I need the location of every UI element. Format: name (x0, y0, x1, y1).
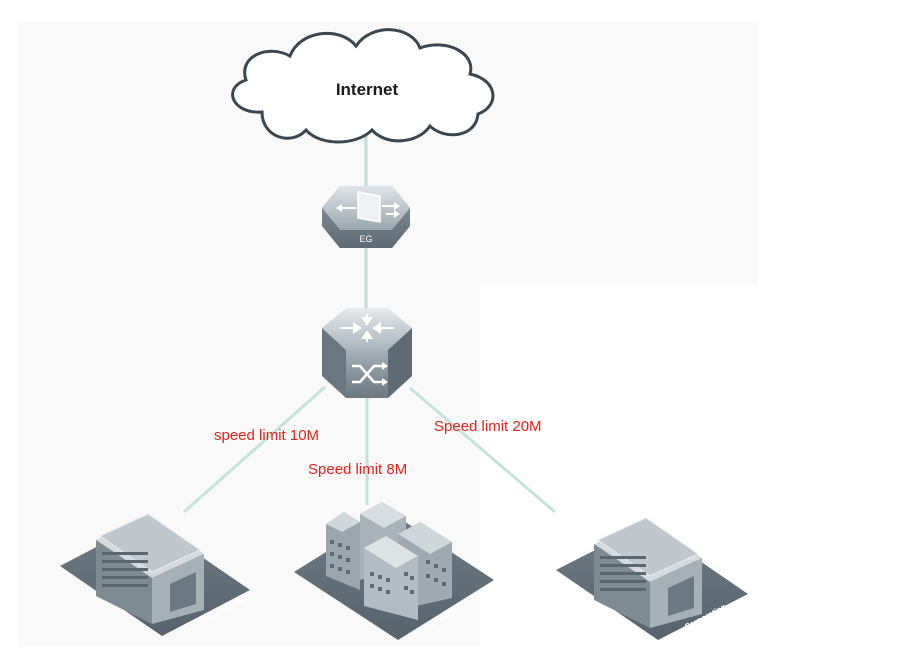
link-switch-left (183, 385, 326, 514)
link-left-label: speed limit 10M (214, 427, 320, 444)
gateway-label: EG (359, 234, 372, 244)
internet-label: Internet (335, 80, 399, 99)
building-left-icon: Corporation (60, 513, 251, 636)
link-right-label: Speed limit 20M (434, 418, 542, 435)
building-center-icon: District (294, 502, 494, 640)
link-center-label: Speed limit 8M (308, 461, 408, 478)
gateway-device-icon: EG (322, 186, 410, 248)
core-switch-icon (322, 308, 412, 398)
internet-cloud (231, 28, 495, 144)
building-right-icon: Corporation (556, 517, 748, 640)
link-switch-right (409, 386, 556, 514)
